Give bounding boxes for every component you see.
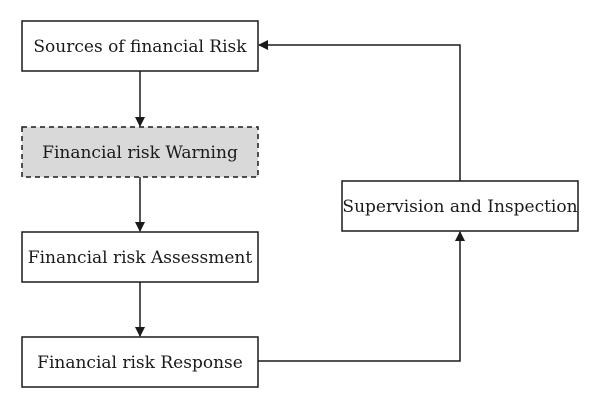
node-assessment: Financial risk Assessment [21,231,259,283]
node-assessment-label: Financial risk Assessment [28,248,253,268]
node-response: Financial risk Response [21,336,259,388]
node-sources-label: Sources of financial Risk [33,37,247,57]
node-supervision: Supervision and Inspection [341,180,579,232]
node-supervision-box [341,180,579,232]
node-warning-label: Financial risk Warning [42,143,238,163]
node-warning: Financial risk Warning [21,126,259,178]
node-response-label: Financial risk Response [37,353,243,373]
node-sources: Sources of financial Risk [21,20,259,72]
node-assessment-box [21,231,259,283]
edge-supervision-to-sources [258,40,461,181]
node-supervision-label: Supervision and Inspection [342,197,577,217]
node-response-box [21,336,259,388]
node-warning-box [21,126,259,178]
node-sources-box [21,20,259,72]
edge-response-to-supervision [258,231,465,362]
